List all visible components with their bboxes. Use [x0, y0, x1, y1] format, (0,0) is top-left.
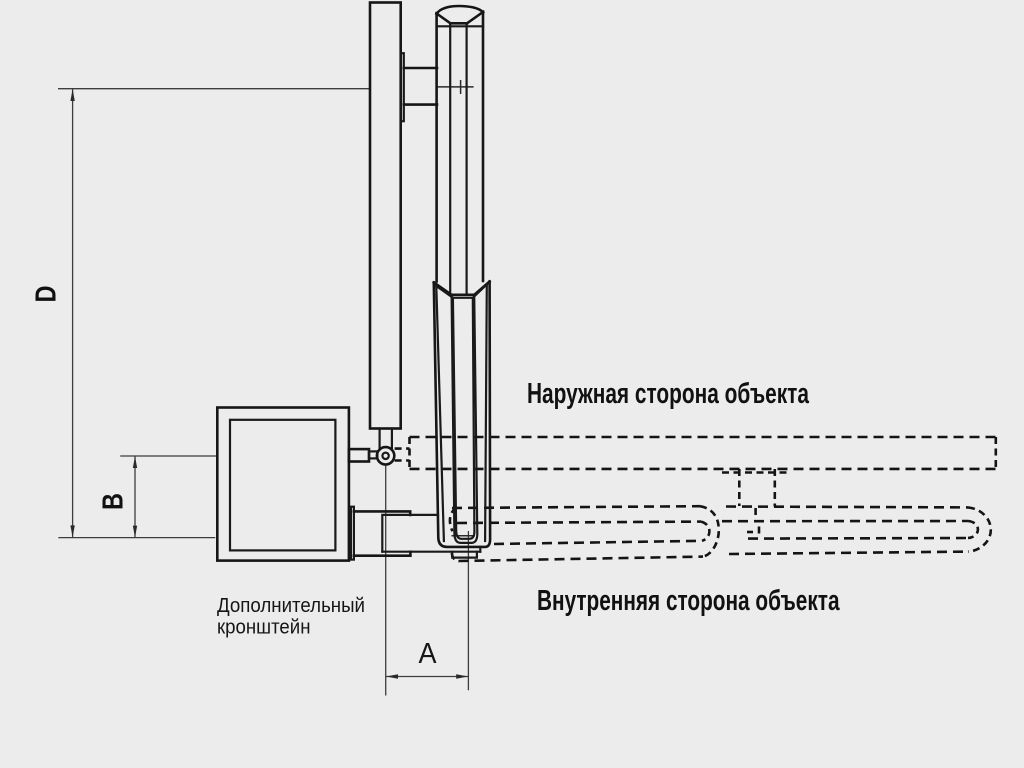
pivot-link-arm [347, 447, 379, 463]
object-outer-wall-dashed [394, 435, 998, 471]
pole-top-center-mark [437, 80, 474, 94]
object-inner-rail-far-dashed [721, 505, 993, 556]
label-bracket-line1: Дополнительный [217, 595, 365, 617]
label-inner-side: Внутренняя сторона объекта [537, 585, 840, 617]
label-dimension-d: D [31, 286, 63, 303]
dimension-d [58, 88, 370, 538]
label-dimension-a: A [419, 638, 438, 670]
sleeve-foot-plates [451, 545, 482, 559]
label-bracket-line2: кронштейн [217, 617, 311, 639]
lower-clamp-arm [349, 505, 482, 561]
pole-sleeve [431, 279, 492, 549]
pole-mast [434, 4, 485, 296]
pivot-stem [378, 427, 393, 450]
pivot-joint [375, 445, 396, 466]
object-connector-dashed [722, 469, 787, 538]
bracket-box [216, 406, 351, 562]
label-outer-side: Наружная сторона объекта [527, 378, 810, 410]
mounting-plate [368, 1, 439, 430]
dimension-b [58, 455, 218, 539]
label-dimension-b: B [98, 493, 130, 510]
